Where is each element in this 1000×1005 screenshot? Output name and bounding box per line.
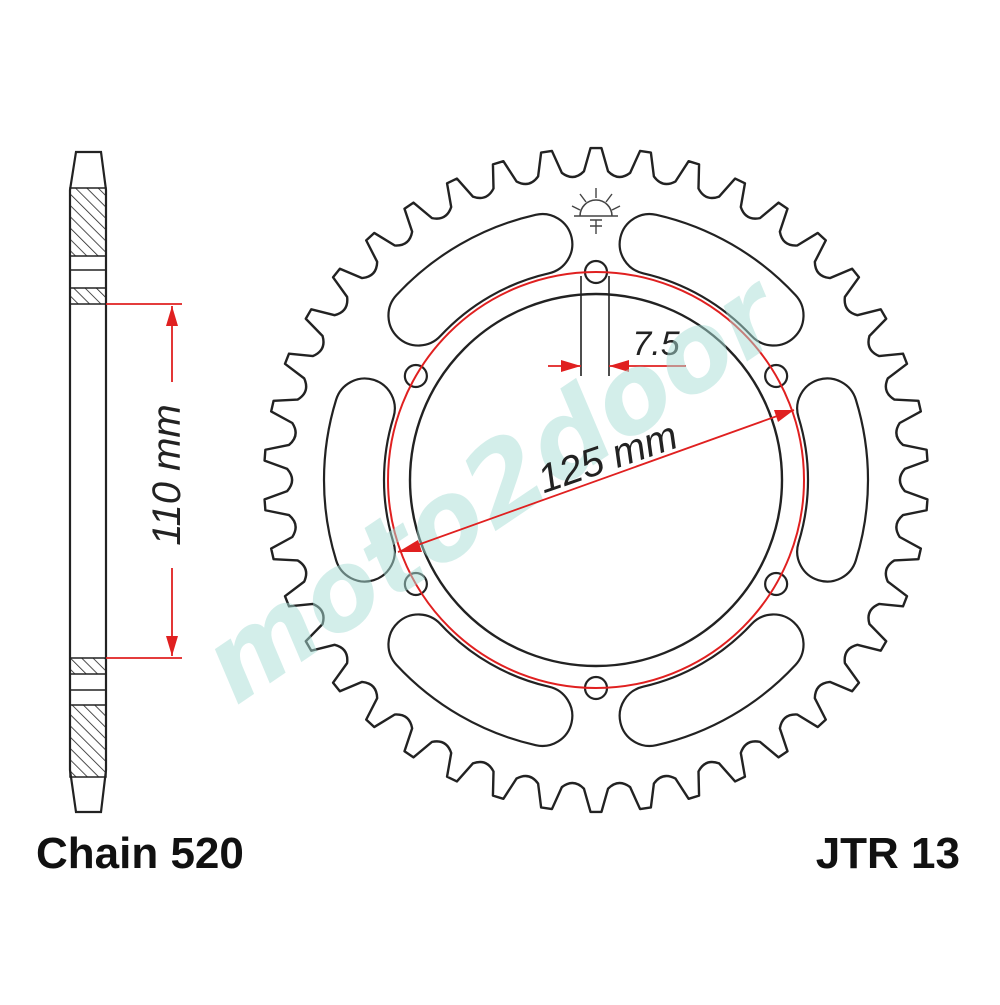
cutout-slot bbox=[322, 377, 396, 583]
bore-dimension: 110 mm bbox=[106, 303, 189, 659]
hatch-bottom-outer bbox=[69, 704, 107, 778]
jt-logo-icon bbox=[571, 188, 621, 234]
bolt-hole-dimension-label: 7.5 bbox=[632, 325, 679, 363]
arrow-left-icon bbox=[609, 360, 629, 372]
arrow-up-icon bbox=[166, 306, 178, 326]
cutout-slot bbox=[618, 613, 805, 747]
center-bore bbox=[408, 292, 784, 668]
arrow-right-up-icon bbox=[774, 410, 794, 422]
hatch-top-inner bbox=[69, 287, 107, 305]
sprocket bbox=[263, 146, 929, 814]
side-profile-outline bbox=[68, 150, 108, 814]
cutout-slot bbox=[387, 213, 574, 347]
bore-dimension-label: 110 mm bbox=[145, 404, 189, 546]
part-number: JTR 13 bbox=[815, 829, 960, 878]
bolt-hole-dimension: 7.5 bbox=[548, 276, 686, 376]
arrow-right-icon bbox=[561, 360, 581, 372]
cutout-slot bbox=[387, 613, 574, 747]
cutouts bbox=[322, 213, 870, 747]
arrow-left-down-icon bbox=[398, 540, 422, 552]
cutout-slot bbox=[618, 213, 805, 347]
side-profile bbox=[68, 150, 108, 814]
arrow-down-icon bbox=[166, 636, 178, 656]
chain-label: Chain 520 bbox=[36, 829, 244, 878]
hatch-bottom-inner bbox=[69, 657, 107, 675]
cutout-slot bbox=[796, 377, 870, 583]
hatch-top-outer bbox=[69, 187, 107, 257]
bolt-circle bbox=[387, 271, 805, 689]
